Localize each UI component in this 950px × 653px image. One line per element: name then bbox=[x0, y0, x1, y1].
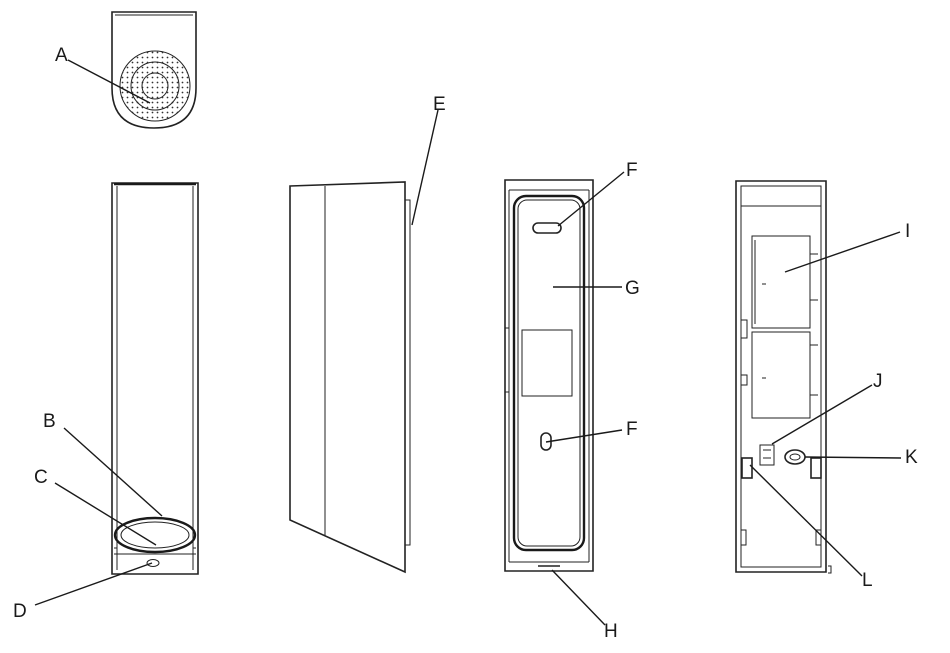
battery-bottom bbox=[751, 331, 811, 419]
label-a: A bbox=[55, 45, 68, 66]
label-l: L bbox=[862, 570, 873, 591]
leader-h bbox=[551, 569, 606, 626]
leader-k bbox=[804, 456, 902, 459]
speaker-grille bbox=[120, 51, 190, 121]
label-c: C bbox=[34, 467, 48, 488]
label-j: J bbox=[873, 371, 883, 392]
tamper-switch bbox=[784, 449, 806, 465]
callout-labels: A B C D E F G F H I J K L bbox=[13, 45, 918, 642]
mounting-plate bbox=[512, 194, 586, 552]
back-view bbox=[504, 179, 594, 572]
button-ring bbox=[113, 516, 197, 554]
leader-f-top bbox=[557, 171, 625, 227]
leader-lines bbox=[34, 59, 902, 626]
clip-right bbox=[810, 457, 822, 479]
leader-j bbox=[771, 384, 873, 445]
speaker-cap bbox=[111, 11, 197, 129]
indicator-led bbox=[146, 559, 160, 567]
leader-c bbox=[54, 482, 157, 546]
reset-button bbox=[759, 444, 775, 466]
label-e: E bbox=[433, 94, 446, 115]
label-f-top: F bbox=[626, 160, 638, 181]
label-f-bottom: F bbox=[626, 419, 638, 440]
leader-i bbox=[784, 231, 901, 273]
label-i: I bbox=[905, 221, 910, 242]
leader-a bbox=[67, 59, 151, 104]
leader-f-bottom bbox=[545, 429, 623, 443]
label-g: G bbox=[625, 278, 640, 299]
label-d: D bbox=[13, 601, 27, 622]
front-view bbox=[111, 182, 199, 575]
mounting-slot-top bbox=[532, 222, 562, 234]
side-view bbox=[289, 181, 411, 574]
leader-l bbox=[749, 464, 863, 577]
leader-b bbox=[63, 427, 163, 517]
battery-view bbox=[735, 180, 832, 574]
leader-d bbox=[34, 562, 153, 606]
leader-e bbox=[411, 109, 439, 226]
label-k: K bbox=[905, 447, 918, 468]
label-b: B bbox=[43, 411, 56, 432]
label-h: H bbox=[604, 621, 618, 642]
clip-left bbox=[741, 457, 753, 479]
plate-window bbox=[521, 329, 573, 397]
button-face bbox=[120, 521, 190, 549]
battery-top bbox=[751, 235, 811, 329]
